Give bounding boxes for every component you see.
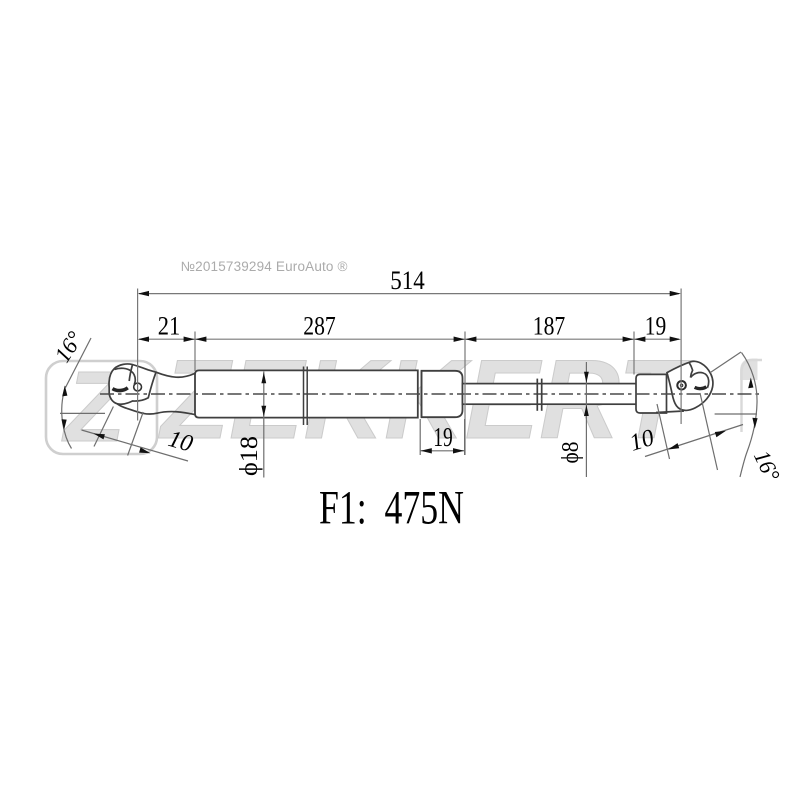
- svg-text:ϕ8: ϕ8: [558, 442, 584, 464]
- svg-text:ϕ18: ϕ18: [236, 436, 263, 476]
- svg-text:21: 21: [158, 312, 181, 341]
- svg-text:F1: 475N: F1: 475N: [319, 482, 464, 535]
- svg-text:514: 514: [390, 266, 425, 295]
- svg-text:№2015739294 EuroAuto ®: №2015739294 EuroAuto ®: [181, 259, 348, 274]
- svg-text:19: 19: [645, 312, 667, 341]
- svg-text:19: 19: [433, 422, 453, 452]
- svg-text:287: 287: [303, 312, 336, 341]
- svg-text:187: 187: [533, 312, 566, 341]
